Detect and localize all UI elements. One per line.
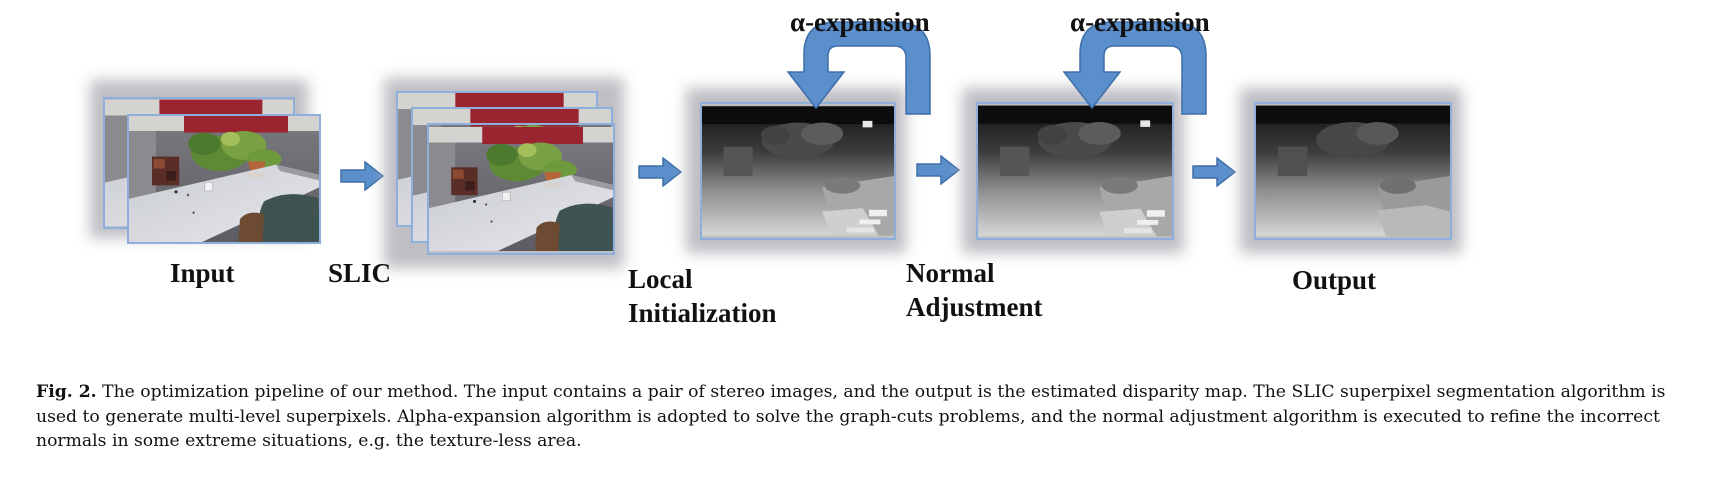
figure-caption: Fig. 2. The optimization pipeline of our… (36, 380, 1686, 454)
input-right-image (127, 114, 321, 244)
input-stereo-pair (90, 80, 321, 244)
stage-label-local: Local (628, 264, 693, 294)
stage-label-input: Input (170, 258, 235, 288)
alpha-expansion-label: α-expansion (1070, 7, 1210, 37)
stage-label-output: Output (1292, 265, 1376, 295)
stage-label-slic: SLIC (328, 258, 391, 288)
right-arrow-icon (638, 157, 682, 187)
figure-caption-text: The optimization pipeline of our method.… (36, 382, 1666, 451)
figure-caption-label: Fig. 2. (36, 382, 97, 402)
slic-superpixel-stack (384, 78, 624, 268)
slic-layer-3 (427, 123, 615, 255)
stage-label-normal: Normal (906, 258, 995, 288)
stage-label-adjustment: Adjustment (906, 292, 1043, 322)
right-arrow-icon (340, 161, 384, 191)
right-arrow-icon (916, 155, 960, 185)
output-disparity-map (1240, 88, 1462, 253)
alpha-expansion-label: α-expansion (790, 7, 930, 37)
local-initialization-map (686, 88, 906, 253)
normal-adjustment-map (962, 88, 1184, 253)
stage-label-initialization: Initialization (628, 298, 777, 328)
right-arrow-icon (1192, 157, 1236, 187)
